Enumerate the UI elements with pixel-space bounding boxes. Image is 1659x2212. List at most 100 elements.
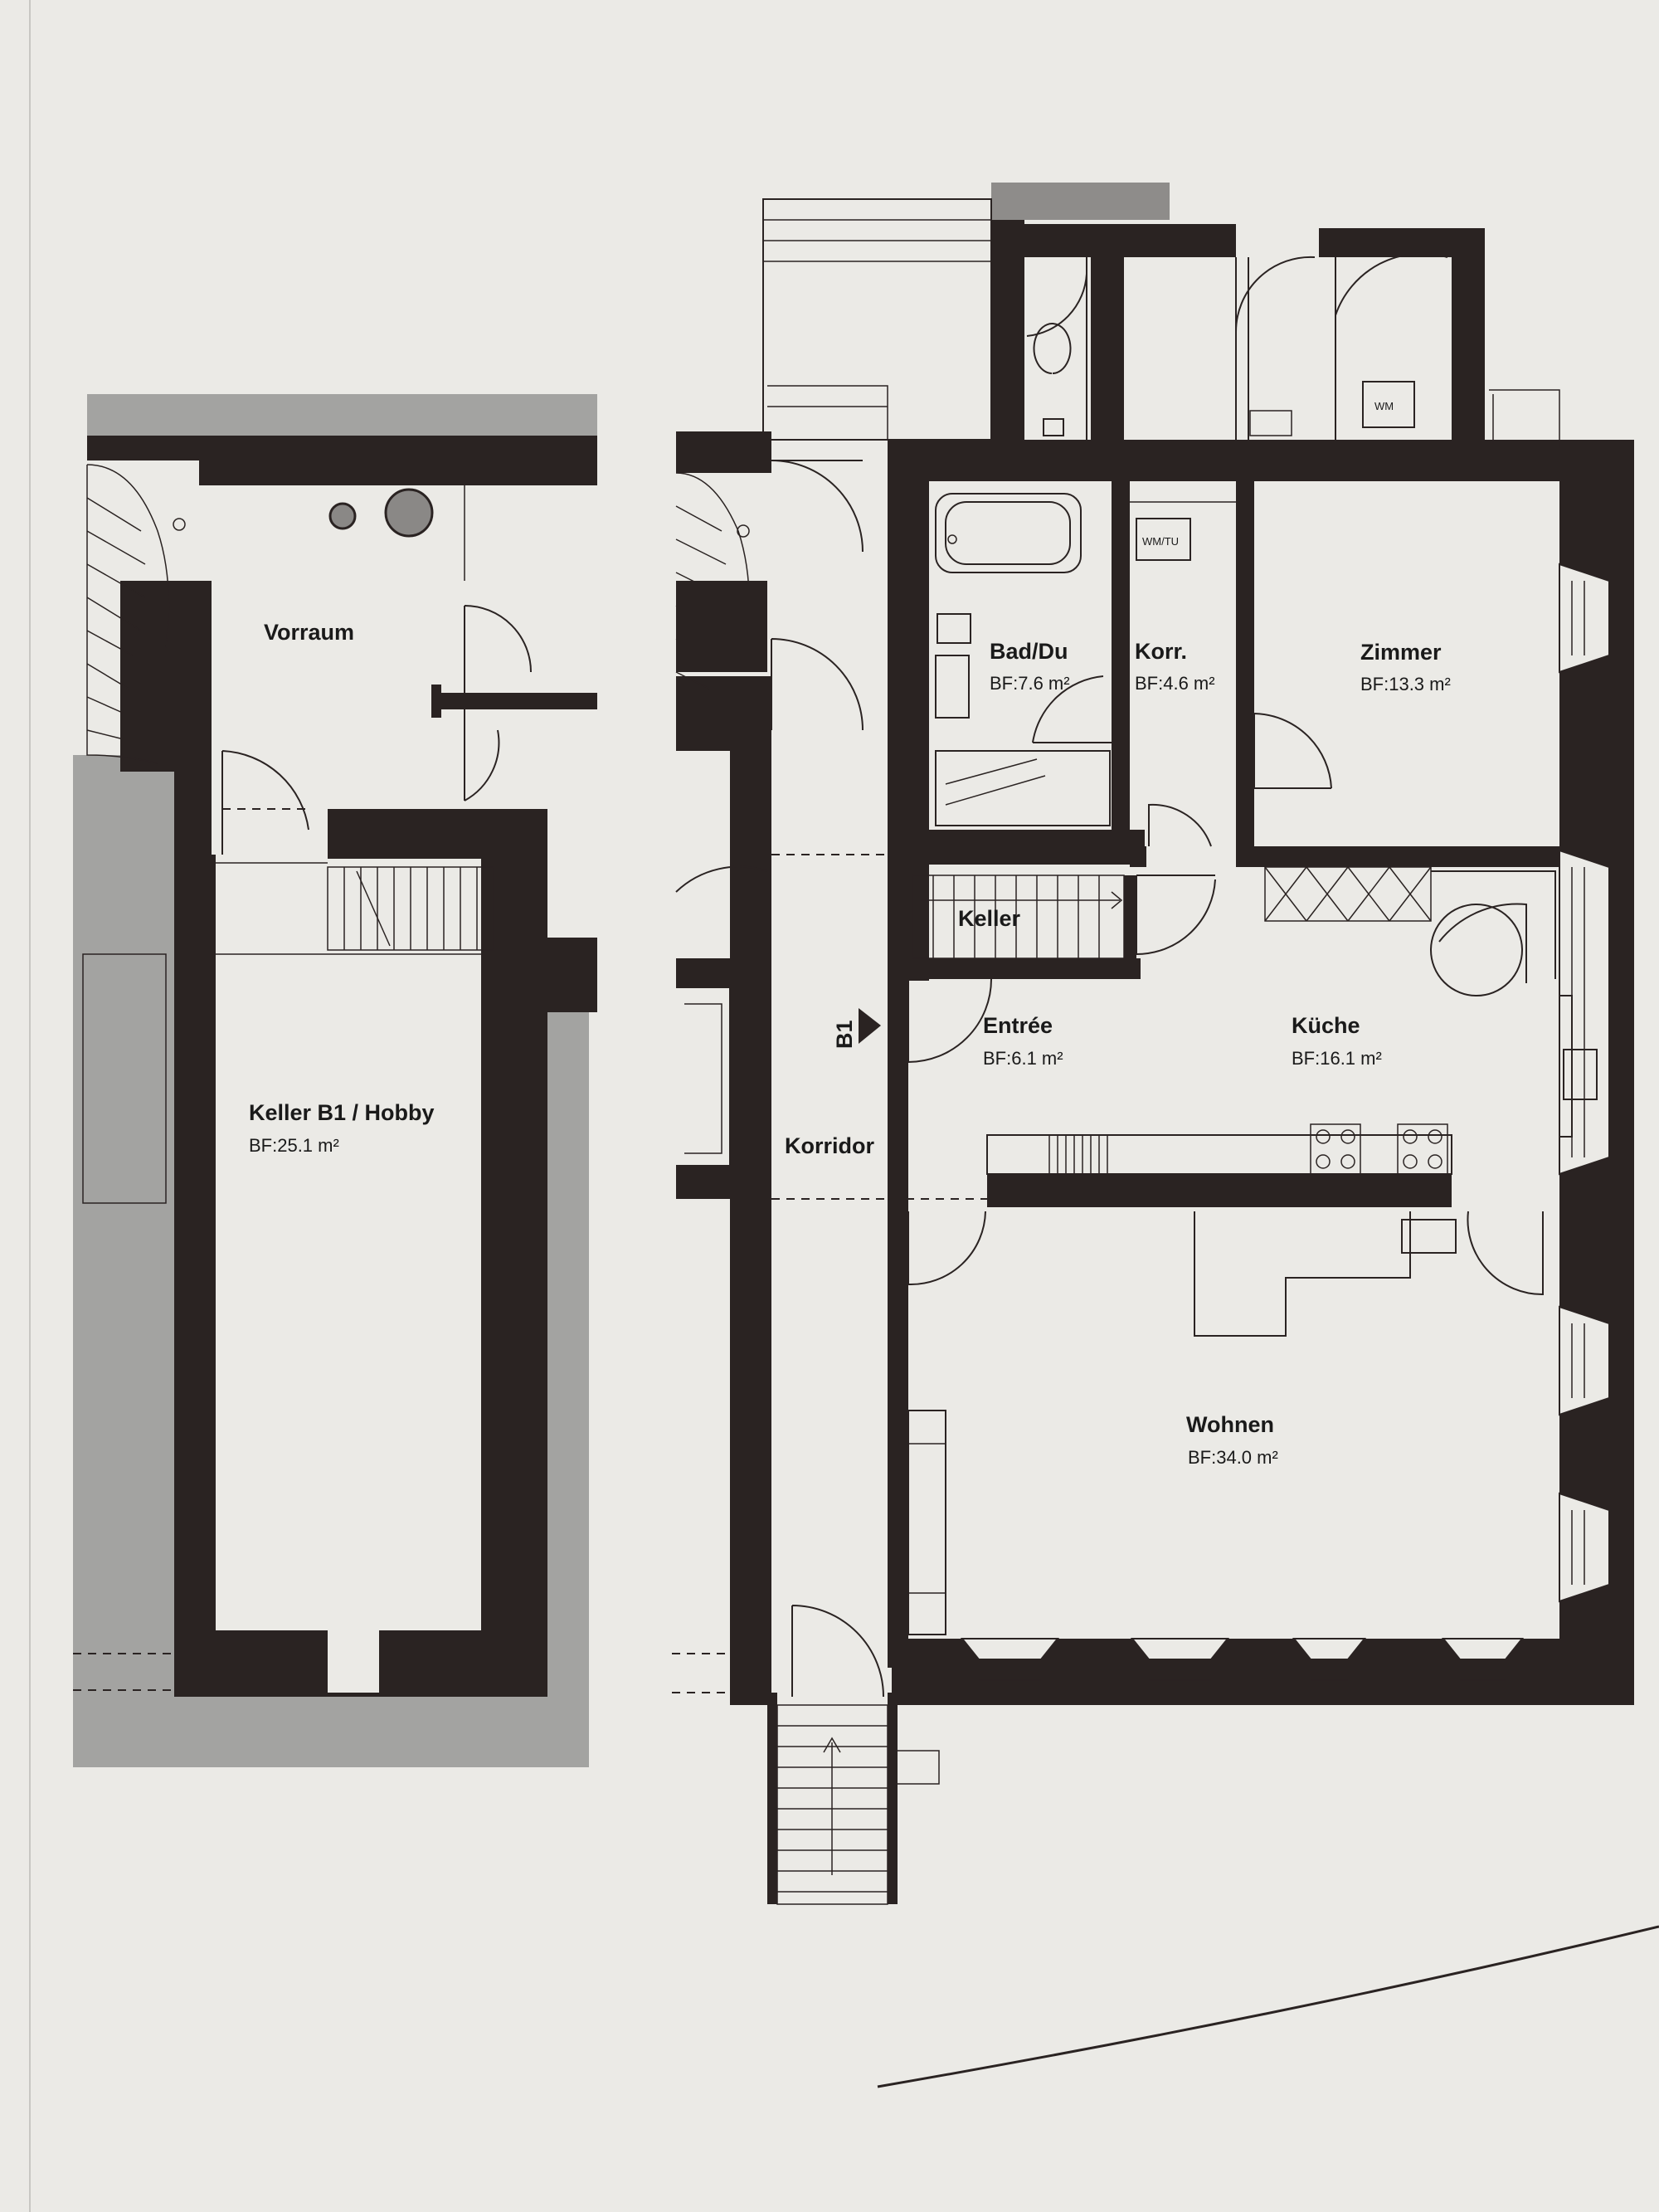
- toilet: [1033, 323, 1072, 436]
- annex-door-2: [1234, 256, 1316, 333]
- room-name-wohnen: Wohnen: [1186, 1412, 1274, 1437]
- kitchen-wall-window: [1559, 995, 1573, 1138]
- vorraum-partition-end: [431, 685, 441, 718]
- shaded-ground-top: [87, 394, 597, 436]
- entree-door: [907, 978, 992, 1063]
- basement-room-outline: [216, 862, 481, 955]
- keller-b1-door: [221, 750, 309, 855]
- shaded-ground-bottom: [73, 1693, 589, 1767]
- basement-small-stair: [327, 866, 494, 951]
- corridor-wall-right: [888, 440, 908, 1668]
- basement-dash-line: [73, 1653, 174, 1691]
- annex-door-3: [1335, 252, 1448, 316]
- keller-door: [1136, 875, 1216, 956]
- chimney-cap: [991, 183, 1170, 220]
- kitchen-round-table: [1430, 904, 1523, 996]
- bathtub-inner: [945, 501, 1071, 565]
- entrance-stair-side-left: [767, 1693, 777, 1904]
- basement-wall-right-block: [481, 938, 597, 1012]
- bottom-windows: [960, 1638, 1525, 1660]
- bath-wall-bottom: [908, 830, 1145, 865]
- terrace-outline: [762, 198, 992, 441]
- room-area-entree: BF:6.1 m²: [983, 1048, 1063, 1069]
- boiler-large: [384, 488, 434, 538]
- wohnen-shelf: [907, 1410, 946, 1635]
- bath-wall-right: [1112, 481, 1130, 838]
- basement-wall-mid: [328, 809, 543, 859]
- basement-plan: Vorraum Keller B1 / Hobby BF:25.1 m²: [73, 394, 597, 1767]
- zimmer-wall-bottom: [1236, 846, 1559, 867]
- ground-dash-line: [672, 1653, 730, 1693]
- zimmer-wall-left: [1236, 481, 1254, 846]
- kitchen-cabinet-right: [1431, 870, 1556, 979]
- main-wall-left-top: [676, 431, 771, 473]
- korr-wall-bottom: [1130, 846, 1146, 867]
- annex-wall-left: [991, 220, 1024, 452]
- washer-dryer-label: WM/TU: [1142, 535, 1179, 548]
- room-name-keller: Keller: [958, 906, 1021, 931]
- bathtub-drain: [947, 534, 957, 544]
- washer-dryer: [1136, 518, 1191, 561]
- room-name-keller-b1: Keller B1 / Hobby: [249, 1100, 435, 1125]
- keller-stair: [912, 875, 1125, 959]
- room-area-kueche: BF:16.1 m²: [1292, 1048, 1382, 1069]
- b1-arrow-icon: [859, 1008, 881, 1044]
- annex-door-1: [1026, 240, 1087, 440]
- basement-spiral-stair: [86, 464, 186, 764]
- annex-small-box: [1249, 410, 1292, 436]
- bathroom-toilet: [937, 613, 971, 644]
- wohnen-shelf-line: [908, 1443, 946, 1594]
- kitchen-stove: [1310, 1123, 1361, 1175]
- bathroom-sink: [935, 655, 970, 719]
- basement-wall-left-upper: [174, 763, 212, 855]
- room-area-korr: BF:4.6 m²: [1135, 673, 1215, 694]
- room-name-kueche: Küche: [1292, 1013, 1360, 1038]
- bath-door: [1032, 675, 1112, 743]
- wohnen-box: [1401, 1219, 1457, 1254]
- main-wall-left-mid: [676, 676, 771, 751]
- korr-door: [1148, 803, 1212, 847]
- kitchen-window-box: [1563, 1049, 1598, 1100]
- b1-marker-label: B1: [832, 1020, 857, 1049]
- apartment-plan: WM: [672, 183, 1634, 1905]
- corridor-wall-left: [730, 751, 771, 958]
- boiler-small: [328, 502, 357, 530]
- basement-wall-left: [174, 855, 216, 1697]
- basement-left-box: [82, 953, 167, 1204]
- basement-wall-top: [199, 436, 597, 485]
- room-area-zimmer: BF:13.3 m²: [1360, 674, 1451, 694]
- room-area-wohnen: BF:34.0 m²: [1188, 1447, 1278, 1468]
- wohnen-door-left: [907, 1211, 986, 1286]
- kitchen-stairs-small: [1048, 1134, 1108, 1175]
- entrance-stair-side-right: [888, 1693, 898, 1904]
- shower-tray: [935, 750, 1111, 826]
- room-name-korridor: Korridor: [785, 1133, 874, 1158]
- wohnen-desk: [1194, 1211, 1411, 1337]
- room-name-entree: Entrée: [983, 1013, 1053, 1038]
- main-wall-left-3: [676, 1166, 771, 1199]
- room-name-vorraum: Vorraum: [264, 620, 354, 645]
- room-name-bad: Bad/Du: [990, 639, 1068, 664]
- vorraum-door-lower: [464, 714, 500, 801]
- corridor-door-left: [675, 865, 768, 893]
- corridor-left-frame: [676, 987, 731, 1167]
- main-wall-top: [888, 440, 1634, 481]
- main-wall-left-2: [676, 958, 771, 987]
- basement-stair-pillar: [120, 581, 212, 772]
- keller-wall-right: [1124, 875, 1136, 975]
- washing-machine-label: WM: [1374, 400, 1394, 412]
- zimmer-door: [1253, 713, 1332, 789]
- annex-wall-right: [1452, 228, 1485, 448]
- room-area-keller-b1: BF:25.1 m²: [249, 1135, 339, 1156]
- kitchen-door: [1438, 903, 1527, 983]
- annex-partition-lines: [1235, 257, 1336, 444]
- apartment-stair-pillar: [676, 581, 767, 672]
- bath-wall-left: [908, 473, 929, 838]
- kitchen-counter: [986, 1134, 1452, 1175]
- shaded-ground-right: [547, 1008, 589, 1767]
- keller-wall-top: [908, 865, 929, 981]
- washing-machine: [1362, 381, 1415, 428]
- corridor-left-frame-inner: [684, 1003, 722, 1154]
- wohnen-door-right: [1467, 1211, 1544, 1296]
